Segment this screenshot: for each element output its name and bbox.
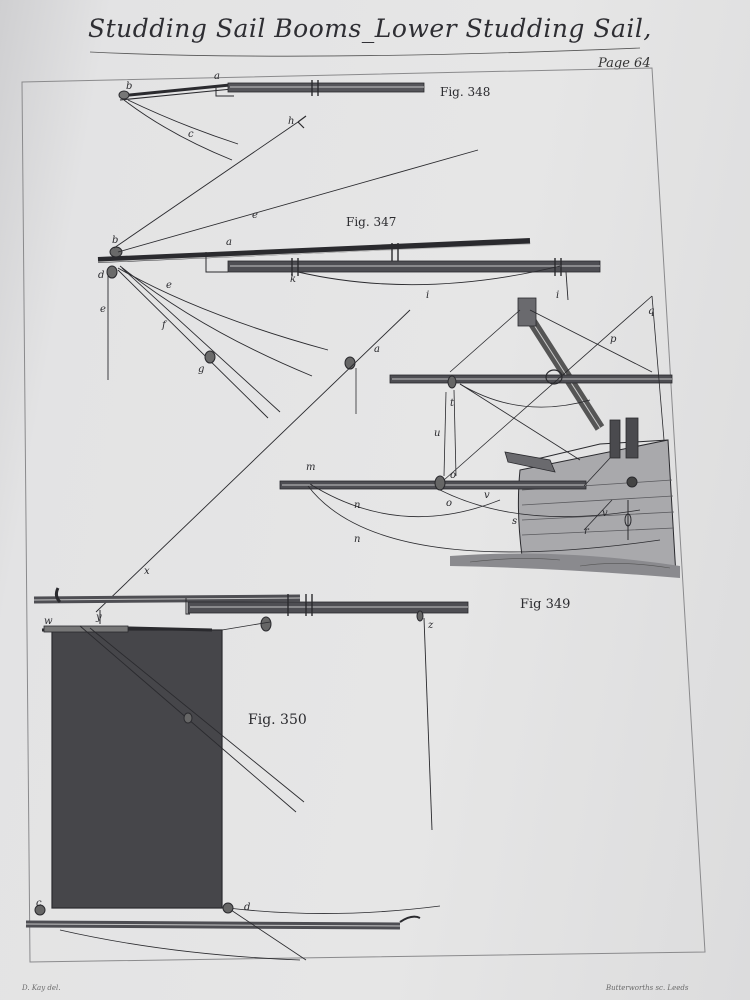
label-347-h: h xyxy=(288,116,294,127)
label-347-b: b xyxy=(112,235,118,246)
label-347-e-left: e xyxy=(100,304,106,315)
engraver-credit-right: Butterworths sc. Leeds xyxy=(606,984,689,992)
label-347-f: f xyxy=(161,320,168,331)
label-349-q: q xyxy=(648,306,654,317)
fig-347-caption: Fig. 347 xyxy=(346,215,396,229)
label-350-x: x xyxy=(144,566,150,577)
fig-350-caption: Fig. 350 xyxy=(248,712,307,728)
label-349-r: r xyxy=(584,526,590,537)
figure-347 xyxy=(97,115,601,419)
engraver-credit-left: D. Kay del. xyxy=(22,984,61,992)
label-349-m: m xyxy=(306,462,315,473)
label-349-s: s xyxy=(512,516,517,527)
plate-border xyxy=(21,67,706,963)
label-349-n-lower: n xyxy=(354,534,360,545)
label-347-i-right: i xyxy=(556,290,559,301)
label-347-d: d xyxy=(98,270,104,281)
page-title: Studding Sail Booms_Lower Studding Sail, xyxy=(88,14,652,43)
label-349-v-right: v xyxy=(602,508,608,519)
label-347-e-mid: e xyxy=(166,280,172,291)
label-349-t: t xyxy=(450,398,455,409)
label-347-i-mid: i xyxy=(426,290,429,301)
label-349-n-upper: n xyxy=(354,500,360,511)
figure-349 xyxy=(279,295,680,578)
fig-348-caption: Fig. 348 xyxy=(440,85,490,99)
label-350-d: d xyxy=(244,902,250,913)
label-347-e-upper: e xyxy=(252,210,258,221)
label-350-y: y xyxy=(95,612,102,623)
label-349-o-lower: o xyxy=(446,498,452,509)
label-347-g: g xyxy=(198,364,204,375)
label-348-c: c xyxy=(188,129,194,140)
label-347-a: a xyxy=(226,237,232,248)
label-348-a: a xyxy=(214,71,220,82)
label-350-c: c xyxy=(36,898,42,909)
label-347-k: k xyxy=(290,274,296,285)
label-349-p: p xyxy=(610,334,617,345)
label-349-v-left: v xyxy=(484,490,490,501)
label-349-a: a xyxy=(374,344,380,355)
figure-350 xyxy=(25,309,469,961)
title-flourish xyxy=(89,47,641,57)
label-350-z: z xyxy=(427,620,434,631)
label-350-w: w xyxy=(44,616,53,627)
figure-348 xyxy=(118,80,425,161)
page-number: Page 64 xyxy=(598,56,651,71)
fig-349-caption: Fig 349 xyxy=(520,597,570,612)
label-349-u: u xyxy=(434,428,440,439)
label-349-o-upper: o xyxy=(450,470,456,481)
label-348-b: b xyxy=(126,81,132,92)
